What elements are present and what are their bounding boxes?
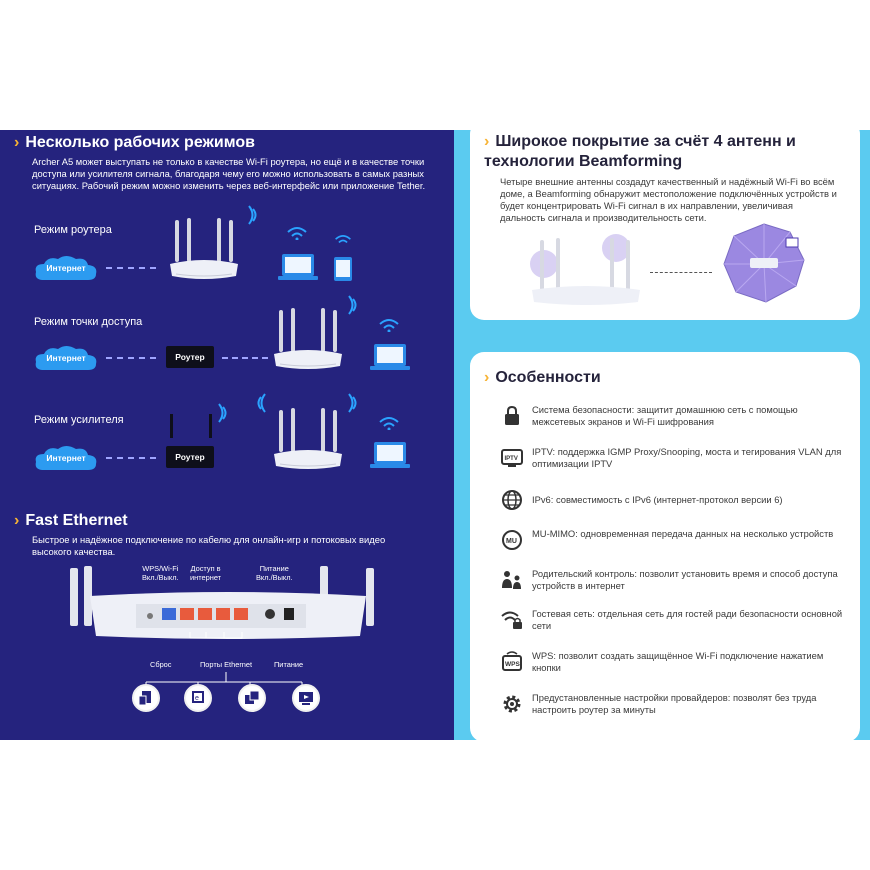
feature-parental: Родительский контроль: позволит установи… [500,568,850,598]
wifi-signal-icon [257,393,266,413]
internet-cloud: Интернет [34,444,98,472]
gaming-device-icon [132,684,160,712]
laptop-icon [370,344,410,370]
chevron-right-icon: › [484,133,490,150]
coverage-map-image [723,223,805,303]
feature-guest: Гостевая сеть: отдельная сеть для гостей… [500,608,850,638]
mode-router-label: Режим роутера [34,224,112,236]
svg-text:e: e [195,695,199,702]
feature-isp-presets: Предустановленные настройки провайдеров:… [500,692,850,722]
chevron-right-icon: › [14,512,20,529]
svg-text:MU: MU [506,538,517,545]
chevron-right-icon: › [484,369,490,386]
coverage-card: ›Широкое покрытие за счёт 4 антенн и тех… [470,130,860,320]
port-label-ethernet: Порты Ethernet [200,660,253,669]
port-label-power: Питание [274,660,304,669]
port-label-wps: WPS/Wi-Fi Вкл./Выкл. [142,564,179,582]
port-label-internet: Доступ в интернет [190,564,222,582]
wifi-signal-icon [348,393,357,413]
iptv-icon: IPTV [501,449,523,467]
internet-cloud: Интернет [34,254,98,282]
parental-icon [502,571,521,589]
laptop-icon [278,254,318,280]
router-image [274,308,342,369]
feature-security: Система безопасности: защитит домашнюю с… [500,404,850,434]
laptop-icon [370,442,410,468]
features-card: ›Особенности Система безопасности: защит… [470,352,860,740]
desktop-icon [238,684,266,712]
link-dash [222,357,268,359]
gear-icon [503,695,521,713]
modes-title: ›Несколько рабочих режимов [14,134,255,151]
feature-iptv: IPTV IPTV: поддержка IGMP Proxy/Snooping… [500,446,850,476]
tablet-icon [334,257,352,281]
tv-icon [292,684,320,712]
wifi-icon [335,235,351,244]
pc-icon: e [184,684,212,712]
router-box: Роутер [166,346,214,368]
feature-ipv6: IPv6: совместимость с IPv6 (интернет-про… [500,488,850,518]
internet-cloud: Интернет [34,344,98,372]
fe-title: ›Fast Ethernet [14,512,128,529]
wifi-icon [379,319,399,332]
features-title: ›Особенности [484,369,601,386]
router-image [170,218,238,279]
modes-description: Archer A5 может выступать не только в ка… [32,156,426,191]
coverage-description: Четыре внешние антенны создадут качестве… [500,176,837,223]
mu-mimo-icon: MU [502,530,522,550]
wifi-signal-icon [218,403,227,423]
wifi-icon [287,227,307,240]
feature-mu-mimo: MU MU-MIMO: одновременная передача данны… [500,528,850,558]
wifi-signal-icon [348,295,357,315]
link-dash [106,457,156,459]
wifi-signal-icon [248,205,257,225]
feature-wps: WPS WPS: позволит создать защищённое Wi-… [500,650,850,680]
svg-text:IPTV: IPTV [505,456,518,462]
chevron-right-icon: › [14,134,20,151]
wps-icon: WPS [502,651,522,671]
left-panel: ›Несколько рабочих режимов Archer A5 мож… [0,130,454,740]
beamforming-router-image [530,234,640,305]
router-antennas [170,414,212,438]
link-dash [106,267,156,269]
connector-lines [145,672,303,688]
link-dash [650,272,712,273]
svg-text:WPS: WPS [505,661,520,668]
fe-description: Быстрое и надёжное подключение по кабелю… [32,534,386,557]
coverage-title: ›Широкое покрытие за счёт 4 антенн и тех… [484,133,796,170]
port-label-reset: Сброс [150,660,172,669]
link-dash [106,357,156,359]
router-image [274,408,342,469]
wifi-icon [379,417,399,430]
port-label-power-button: Питание Вкл./Выкл. [256,564,293,582]
lock-icon [505,405,519,425]
right-panel: ›Широкое покрытие за счёт 4 антенн и тех… [454,130,870,740]
guest-wifi-icon [501,611,522,629]
mode-repeater-label: Режим усилителя [34,414,124,426]
router-back-image [70,566,374,639]
router-box: Роутер [166,446,214,468]
globe-icon [502,490,522,510]
mode-ap-label: Режим точки доступа [34,316,143,328]
